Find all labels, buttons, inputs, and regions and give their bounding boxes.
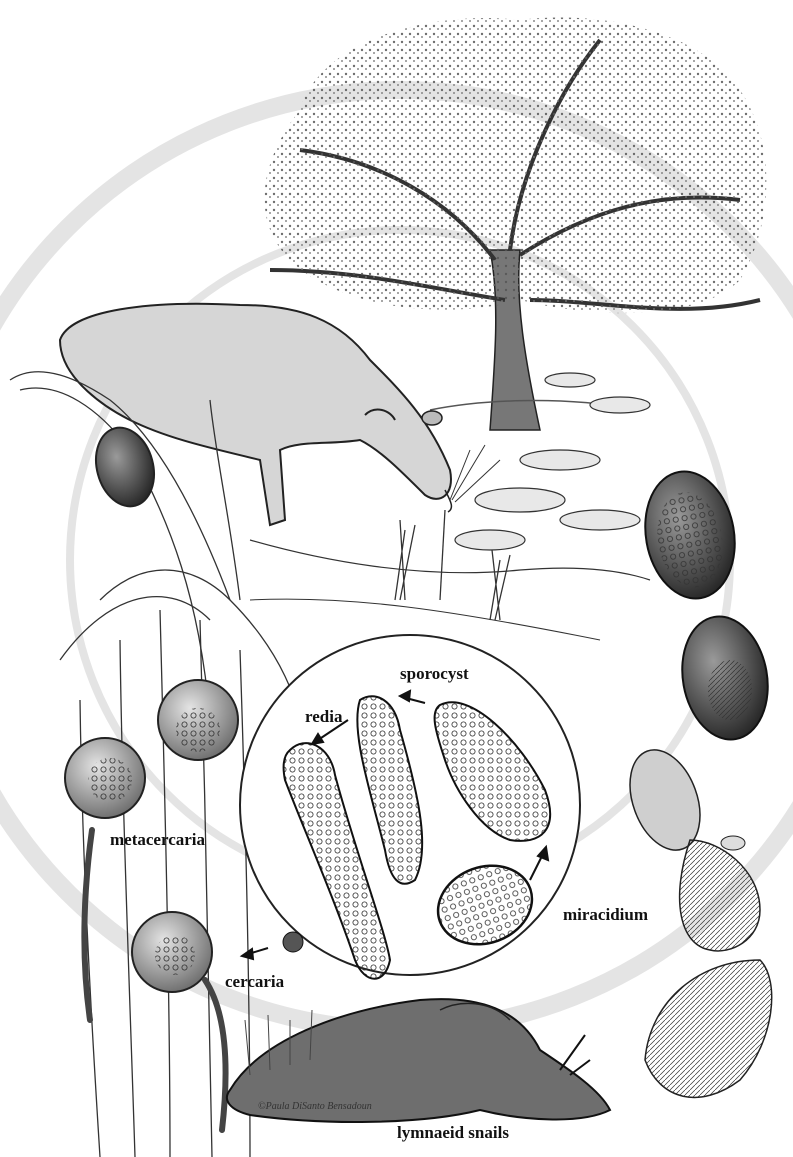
label-cercaria: cercaria	[225, 972, 284, 992]
miracidium-free-swimming	[645, 960, 772, 1097]
label-sporocyst: sporocyst	[400, 664, 469, 684]
metacercaria-cyst-forming	[65, 738, 145, 1020]
intramolluscan-stages-circle	[240, 635, 580, 979]
artist-signature: ©Paula DiSanto Bensadoun	[258, 1101, 372, 1112]
metacercaria-cyst	[158, 680, 238, 760]
label-metacercaria: metacercaria	[110, 830, 205, 850]
label-redia: redia	[305, 707, 342, 727]
label-lymnaeid-snails: lymnaeid snails	[397, 1123, 509, 1143]
label-miracidium: miracidium	[563, 905, 648, 925]
cercaria-free-swimming	[132, 912, 226, 1130]
